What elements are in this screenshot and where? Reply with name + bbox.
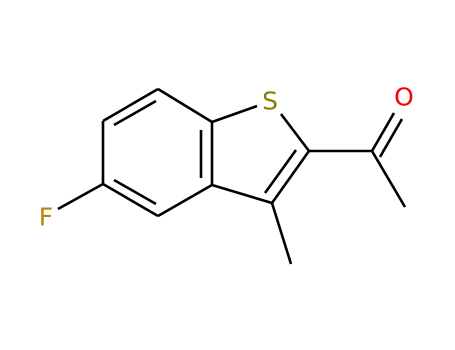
bond-c3-c3a (211, 183, 273, 205)
fluorine-atom-label: F (39, 203, 53, 232)
bond-carbonyl-methyl (370, 150, 407, 208)
bond-c4-c3a (157, 183, 213, 218)
bond-s-c2 (279, 113, 311, 152)
bond-inner-c7-c6 (113, 99, 157, 127)
sulfur-atom-label: S (262, 87, 278, 116)
bond-c7a-s (211, 104, 258, 124)
bond-carbonyl-o (370, 112, 396, 152)
bond-c5-c4 (102, 182, 159, 218)
bond-c2-c3-double (263, 149, 298, 194)
bond-c5-f (57, 182, 104, 211)
bond-inner-c5-c4 (113, 178, 157, 206)
bond-c2-c3 (270, 150, 311, 204)
bond-carbonyl-o-double (378, 118, 404, 158)
bond-c7a-c7 (157, 87, 213, 124)
oxygen-atom-label: O (394, 83, 414, 112)
bond-c3-methyl (270, 202, 293, 265)
bond-c7-c6 (102, 87, 159, 123)
